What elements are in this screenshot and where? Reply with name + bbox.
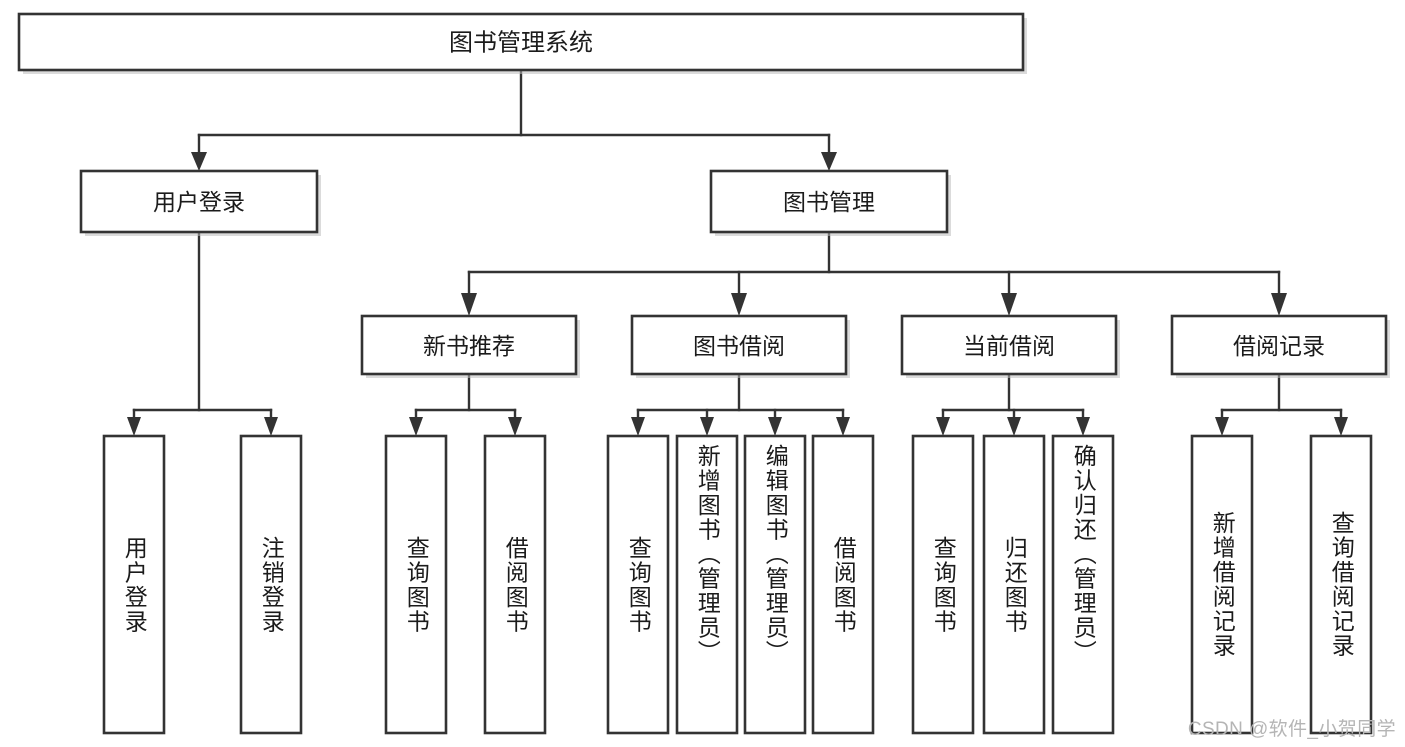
- book-management-label: 图书管理: [783, 189, 875, 215]
- node-book-borrow[interactable]: 图书借阅: [630, 314, 850, 378]
- book-borrow-rect: [630, 314, 848, 376]
- leaf-return-book-rect[interactable]: [982, 434, 1046, 735]
- arrow-user-login: [191, 152, 207, 171]
- arrow-leaf-return-book: [1007, 417, 1021, 436]
- node-root[interactable]: 图书管理系统: [17, 12, 1027, 74]
- arrow-leaf-query-book-borrow: [631, 417, 645, 436]
- leaf-borrow-book-recommend-rect[interactable]: [483, 434, 547, 735]
- arrow-leaf-add-book-admin: [700, 417, 714, 436]
- arrow-leaf-borrow-book: [836, 417, 850, 436]
- arrow-leaf-confirm-return-admin: [1076, 417, 1090, 436]
- arrow-book-management: [821, 152, 837, 171]
- leaf-add-book-admin-rect[interactable]: [675, 434, 739, 735]
- arrow-current-borrow: [1001, 293, 1017, 316]
- arrow-book-borrow: [731, 293, 747, 316]
- leaf-rect-layer: [102, 434, 1373, 735]
- connector-layer: [127, 68, 1348, 436]
- node-book-management[interactable]: 图书管理: [709, 169, 951, 236]
- current-borrow-rect: [900, 314, 1118, 376]
- arrow-new-book-recommend: [461, 293, 477, 316]
- arrow-leaf-add-borrow-record: [1215, 417, 1229, 436]
- leaf-add-borrow-record-rect[interactable]: [1190, 434, 1254, 735]
- arrow-borrow-records: [1271, 293, 1287, 316]
- book-borrow-label: 图书借阅: [693, 333, 785, 359]
- user-login-rect: [79, 169, 319, 234]
- borrow-records-rect: [1170, 314, 1388, 376]
- user-login-label: 用户登录: [153, 189, 245, 215]
- node-layer: 图书管理系统 用户登录 图书管理 新书推荐 图书: [17, 12, 1390, 735]
- arrow-leaf-edit-book-admin: [768, 417, 782, 436]
- leaf-edit-book-admin-rect[interactable]: [743, 434, 807, 735]
- arrow-leaf-query-book-recommend: [409, 417, 423, 436]
- node-user-login[interactable]: 用户登录: [79, 169, 321, 236]
- root-rect: [17, 12, 1025, 72]
- arrow-leaf-query-borrow-record: [1334, 417, 1348, 436]
- leaf-query-book-current-rect[interactable]: [911, 434, 975, 735]
- new-book-recommend-label: 新书推荐: [423, 333, 515, 359]
- root-label: 图书管理系统: [449, 30, 593, 57]
- borrow-records-label: 借阅记录: [1233, 333, 1325, 359]
- arrow-leaf-logout: [264, 417, 278, 436]
- current-borrow-label: 当前借阅: [963, 333, 1055, 359]
- node-current-borrow[interactable]: 当前借阅: [900, 314, 1120, 378]
- leaf-query-book-recommend-rect[interactable]: [384, 434, 448, 735]
- leaf-user-login-rect[interactable]: [102, 434, 166, 735]
- leaf-query-book-borrow-rect[interactable]: [606, 434, 670, 735]
- node-new-book-recommend[interactable]: 新书推荐: [360, 314, 580, 378]
- arrow-leaf-user-login: [127, 417, 141, 436]
- watermark-text: CSDN @软件_小贺同学: [1187, 719, 1396, 740]
- new-book-recommend-rect: [360, 314, 578, 376]
- leaf-query-borrow-record-rect[interactable]: [1309, 434, 1373, 735]
- book-management-rect: [709, 169, 949, 234]
- node-borrow-records[interactable]: 借阅记录: [1170, 314, 1390, 378]
- leaf-confirm-return-admin-rect[interactable]: [1051, 434, 1115, 735]
- arrow-leaf-query-book-current: [936, 417, 950, 436]
- leaf-logout-rect[interactable]: [239, 434, 303, 735]
- leaf-borrow-book-rect[interactable]: [811, 434, 875, 735]
- arrow-leaf-borrow-book-recommend: [508, 417, 522, 436]
